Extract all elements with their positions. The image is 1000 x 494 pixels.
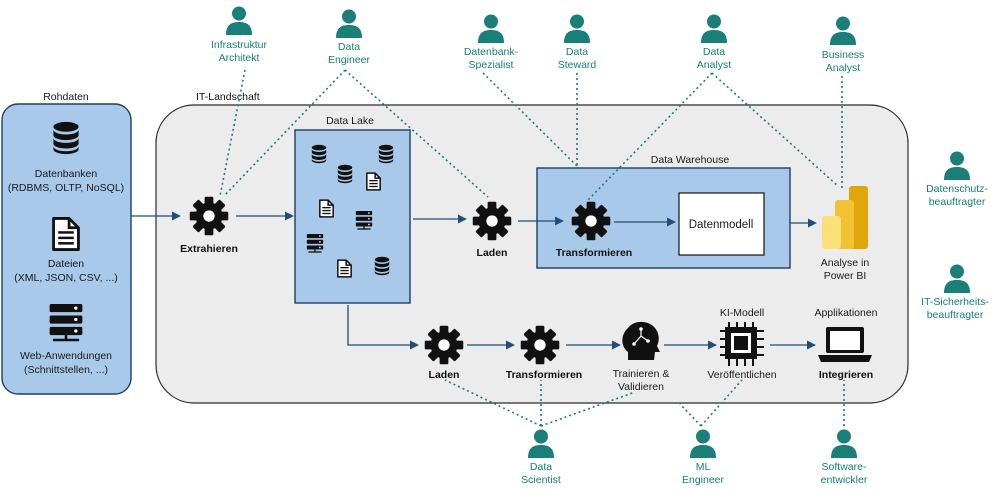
person-icon	[944, 264, 970, 293]
role-data-analyst: Data	[703, 46, 725, 58]
flow-arrow	[347, 305, 419, 350]
role-db-specialist: Datenbank-	[464, 46, 519, 58]
role-infra-architect: Infrastruktur	[211, 39, 268, 51]
role-software-dev: Software-	[822, 461, 867, 473]
lake-file-icon	[319, 199, 334, 218]
role-security-officer: IT-Sicherheits-	[921, 296, 989, 308]
chip-icon	[720, 322, 764, 366]
role-ml-engineer: ML	[696, 461, 711, 473]
ki-model-label: KI-Modell	[720, 307, 764, 319]
gear-icon	[520, 325, 560, 365]
lake-server-icon	[306, 233, 324, 253]
role-data-steward: Data	[566, 46, 588, 58]
step-extract-label: Extrahieren	[180, 243, 238, 255]
web-apps-label: Web-Anwendungen	[20, 350, 112, 362]
integrate-label: Integrieren	[819, 369, 873, 381]
brain-icon	[622, 321, 660, 360]
laptop-icon	[818, 327, 872, 362]
gear-icon	[571, 201, 611, 241]
file-icon	[52, 216, 80, 252]
role-data-engineer-line2: Engineer	[328, 54, 371, 66]
person-icon	[478, 14, 504, 43]
step-load-top-label: Laden	[477, 247, 508, 259]
publish-label: Veröffentlichen	[707, 369, 776, 381]
person-icon	[690, 429, 716, 458]
step-transform-top-label: Transformieren	[556, 247, 632, 259]
person-icon	[830, 16, 856, 45]
server-icon	[48, 302, 84, 342]
role-data-engineer: Data	[338, 41, 360, 53]
data-lake-title: Data Lake	[326, 115, 374, 127]
step-load-bottom-label: Laden	[429, 369, 460, 381]
it-landscape-title: IT-Landschaft	[196, 91, 260, 103]
role-privacy-officer-line2: beauftragter	[929, 196, 986, 208]
role-infra-architect-line2: Architekt	[219, 52, 260, 64]
role-software-dev-line2: entwickler	[821, 474, 868, 486]
role-privacy-officer: Datenschutz-	[926, 183, 988, 195]
databases-sublabel: (RDBMS, OLTP, NoSQL)	[8, 182, 124, 194]
role-ml-engineer-line2: Engineer	[682, 474, 725, 486]
gear-icon	[189, 196, 229, 236]
role-data-scientist-line2: Scientist	[521, 474, 561, 486]
databases-label: Datenbanken	[35, 168, 98, 180]
role-security-officer-line2: beauftragter	[927, 309, 984, 321]
role-data-scientist: Data	[530, 461, 552, 473]
role-connectors	[219, 69, 845, 427]
role-business-analyst-line2: Analyst	[826, 62, 861, 74]
power-bi-logo	[822, 186, 868, 249]
person-icon	[831, 429, 857, 458]
lake-server-icon	[355, 210, 373, 230]
step-transform-bottom-label: Transformieren	[506, 369, 582, 381]
web-apps-sublabel: (Schnittstellen, ...)	[24, 364, 108, 376]
role-data-steward-line2: Steward	[558, 59, 597, 71]
lake-file-icon	[366, 172, 381, 191]
data-warehouse-title: Data Warehouse	[651, 154, 730, 166]
person-icon	[944, 151, 970, 180]
files-label: Dateien	[48, 258, 84, 270]
role-db-specialist-line2: Spezialist	[469, 59, 514, 71]
person-icon	[528, 429, 554, 458]
person-icon	[336, 9, 362, 38]
raw-data-title: Rohdaten	[43, 91, 89, 103]
gear-icon	[472, 201, 512, 241]
data-model-label: Datenmodell	[689, 219, 754, 231]
train-sublabel: Validieren	[618, 381, 664, 393]
files-sublabel: (XML, JSON, CSV, ...)	[14, 272, 117, 284]
analysis-label: Analyse in	[821, 257, 870, 269]
person-icon	[701, 14, 727, 43]
train-label: Trainieren &	[613, 368, 670, 380]
analysis-sublabel: Power BI	[824, 270, 867, 282]
role-business-analyst: Business	[822, 49, 865, 61]
gear-icon	[424, 325, 464, 365]
applications-label: Applikationen	[814, 307, 877, 319]
person-icon	[564, 14, 590, 43]
person-icon	[226, 6, 252, 35]
lake-file-icon	[337, 259, 352, 278]
data-model-box	[678, 192, 765, 256]
role-data-analyst-line2: Analyst	[697, 59, 732, 71]
